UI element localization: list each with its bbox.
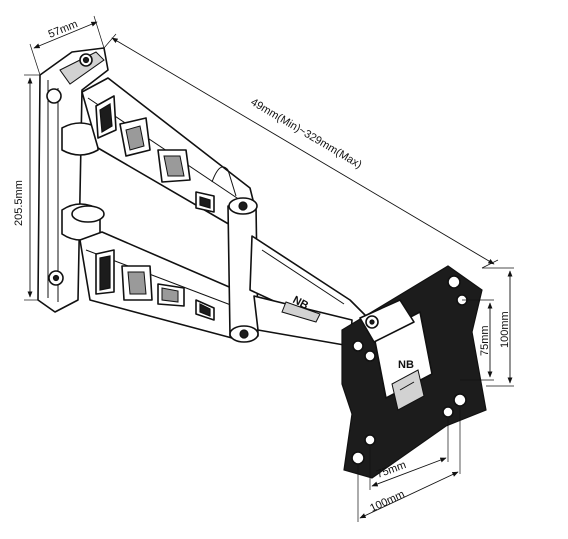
dim-vesa-horizontal <box>357 406 461 522</box>
vesa-hole-icon <box>351 451 365 465</box>
dim-arm-extension <box>103 33 499 269</box>
vesa-hole-icon <box>364 434 376 446</box>
vesa-hole-icon <box>364 350 376 362</box>
vesa-hole-icon <box>352 340 364 352</box>
label-205-5mm: 205.5mm <box>13 180 25 226</box>
label-100mm-vertical: 100mm <box>499 311 511 348</box>
dim-vesa-vertical <box>460 267 514 387</box>
pivot-bolt-icon <box>239 329 249 339</box>
vesa-hole-icon <box>453 393 467 407</box>
brand-logo-plate: NB <box>398 359 414 371</box>
screw-icon <box>46 88 62 104</box>
vesa-hole-icon <box>447 275 461 289</box>
label-75mm-vertical: 75mm <box>479 325 491 356</box>
label-extension: 49mm(Min)~329mm(Max) <box>248 96 363 171</box>
label-57mm: 57mm <box>47 18 80 41</box>
dim-wall-plate-height <box>24 74 40 301</box>
dim-wall-plate-width <box>29 15 105 76</box>
vesa-hole-icon <box>442 406 454 418</box>
pivot-bolt-icon <box>238 201 248 211</box>
label-100mm-horizontal: 100mm <box>368 488 406 514</box>
vesa-plate <box>341 265 487 479</box>
wall-plate <box>37 47 109 313</box>
